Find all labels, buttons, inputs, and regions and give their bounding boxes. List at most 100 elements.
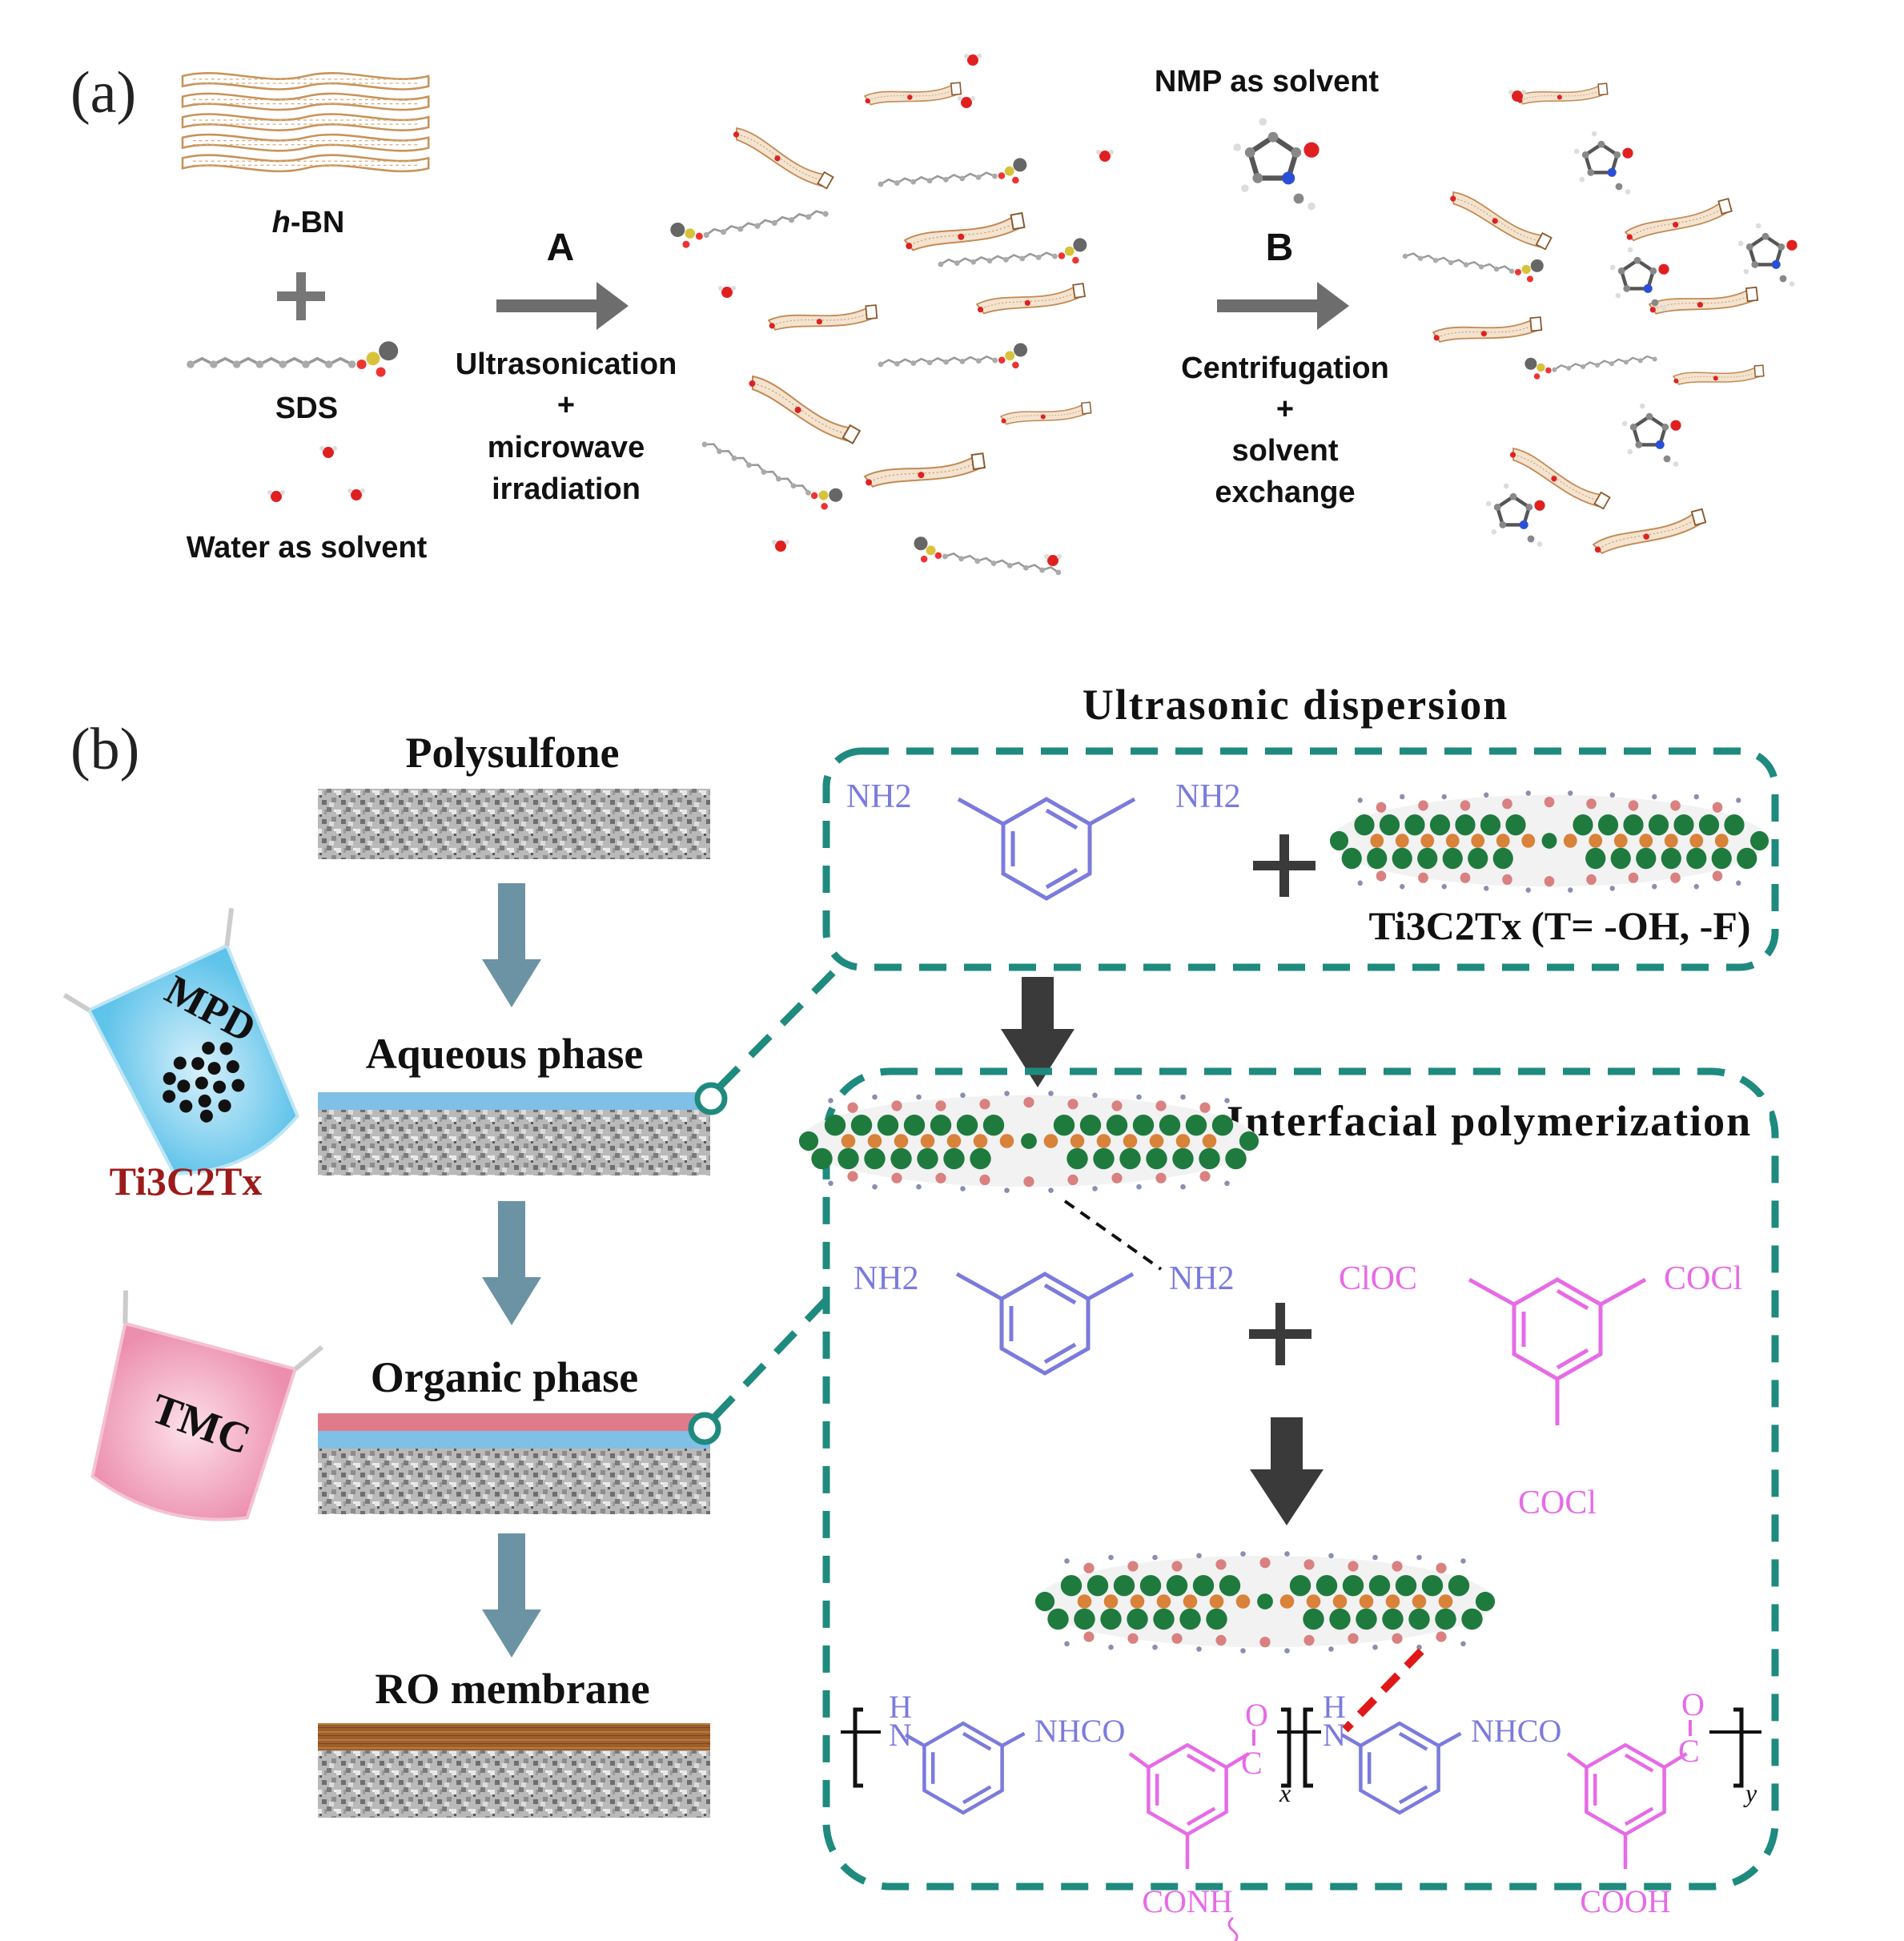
step-b-line2: + (1276, 392, 1294, 426)
mxene-termination: (T= -OH, -F) (1531, 903, 1750, 948)
polysulfone-substrate (318, 789, 710, 859)
nmp-label: NMP as solvent (1155, 65, 1380, 98)
hydrogen-bond-line (1063, 1200, 1163, 1271)
step-a-line2: + (557, 388, 575, 422)
organic-layer (318, 1413, 710, 1431)
step-a-line4: irradiation (492, 472, 641, 506)
tmc-ring-left (1128, 1745, 1250, 1870)
sds-molecule-icon (185, 340, 400, 379)
polysulfone-label: Polysulfone (405, 729, 619, 777)
step-b-line1: Centrifugation (1181, 352, 1389, 385)
panel-a-label: (a) (70, 60, 136, 126)
nhco-left-nh: NHCO (1034, 1713, 1125, 1749)
mpd-ring-left (904, 1723, 1026, 1813)
carbonyl-c-left: C (1241, 1745, 1263, 1781)
aqueous-zoom-marker (694, 1082, 728, 1115)
step-a-line3: microwave (488, 431, 645, 464)
nmp-molecule-icon (1233, 118, 1319, 210)
tmc-cocl-right-label: COCl (1664, 1260, 1742, 1297)
step-a-letter: A (547, 227, 575, 269)
hbn-stack-icon (181, 72, 430, 173)
ro-membrane-label: RO membrane (375, 1665, 649, 1713)
carbonyl-c-right: C (1678, 1733, 1700, 1769)
mpd-molecule-top-icon (957, 799, 1136, 898)
dark-arrow-1-icon (1001, 977, 1075, 1087)
bracket-right-2 (1733, 1707, 1744, 1788)
mpd-beaker-icon (62, 907, 299, 1175)
aqueous-layer (318, 1092, 710, 1110)
flow-arrow-3-icon (482, 1533, 541, 1658)
step-b-letter: B (1266, 227, 1294, 269)
hbn-prefix: h (272, 206, 291, 239)
tmc-molecule-icon (1468, 1280, 1647, 1425)
nhco-right: NHCO (1471, 1713, 1561, 1749)
subscript-y: y (1743, 1778, 1757, 1807)
bracket-left-1 (853, 1707, 863, 1788)
carbonyl-o-left: O (1245, 1697, 1268, 1733)
cooh-label: COOH (1580, 1883, 1670, 1919)
polyamide-structure: H N NHCO O C CONH (841, 1686, 1761, 1941)
mxene-label: Ti3C2Tx(T= -OH, -F) (1368, 903, 1750, 948)
mpd-middle-nh2-right: NH2 (1169, 1260, 1235, 1297)
nhco-left: NHCO (1034, 1713, 1125, 1749)
ti3c2tx-label: Ti3C2Tx (110, 1159, 263, 1204)
interfacial-title-bg (1217, 1097, 1769, 1153)
tmc-beaker-icon (90, 1290, 323, 1521)
mpd-molecule-middle-icon (955, 1274, 1135, 1373)
mpd-top-nh2-left: NH2 (846, 778, 912, 815)
ultrasonic-box (822, 747, 1779, 971)
organic-aqueous-layer (318, 1431, 710, 1449)
dark-arrow-2-icon (1250, 1417, 1324, 1525)
step-a-line1: Ultrasonication (456, 348, 677, 381)
plus-top-icon (1253, 834, 1316, 897)
water-molecule-icon (267, 446, 365, 502)
plus-middle-icon (1249, 1303, 1312, 1365)
organic-substrate (318, 1449, 710, 1514)
hbn-label: h-BN (272, 206, 345, 239)
tmc-ring-right (1566, 1745, 1688, 1870)
step-b-line3: solvent (1231, 434, 1338, 468)
arrow-a-icon (496, 282, 629, 330)
mxene-flake-middle-icon (798, 1091, 1259, 1193)
bond-highlight-line (1342, 1648, 1424, 1733)
mpd-ring-right (1340, 1723, 1462, 1813)
dispersion-2-illustration (1400, 82, 1797, 557)
mxene-flake-top-icon (1329, 790, 1769, 893)
arrow-b-icon (1217, 282, 1349, 330)
carbonyl-o-right: O (1681, 1686, 1705, 1722)
amide-h-left: H (889, 1689, 912, 1725)
plus-icon (277, 272, 325, 320)
flow-arrow-2-icon (482, 1201, 541, 1325)
organic-phase-label: Organic phase (371, 1353, 639, 1401)
aqueous-substrate (318, 1110, 710, 1175)
sds-label: SDS (275, 392, 338, 425)
aqueous-phase-label: Aqueous phase (366, 1030, 644, 1078)
dispersion-1-illustration (668, 54, 1114, 583)
ro-layer (318, 1723, 710, 1750)
zoom-connector-lines (711, 962, 844, 1421)
hbn-suffix: -BN (291, 206, 345, 239)
panel-a: (a) h-BN SDS Water as solvent A Ultra (70, 54, 1798, 583)
crosslink-wavy (1227, 1916, 1239, 1941)
step-b-line4: exchange (1215, 476, 1355, 509)
interfacial-box (822, 1067, 1779, 1891)
bracket-left-2 (1303, 1707, 1313, 1788)
tmc-cloc-label: ClOC (1339, 1260, 1417, 1297)
organic-zoom-marker (688, 1412, 721, 1445)
conh-label: CONH (1142, 1883, 1232, 1919)
mxene-formula: Ti3C2Tx (1368, 903, 1521, 948)
mpd-middle-nh2-left: NH2 (854, 1260, 919, 1297)
tmc-cocl-bottom-label: COCl (1518, 1485, 1597, 1521)
mpd-top-nh2-right: NH2 (1175, 778, 1241, 815)
flow-arrow-1-icon (482, 883, 541, 1007)
panel-b: (b) Polysulfone Aqueous phase Organic ph… (62, 681, 1779, 1941)
water-label: Water as solvent (187, 531, 428, 565)
bracket-right-1 (1281, 1707, 1291, 1788)
panel-b-label: (b) (70, 717, 139, 782)
ultrasonic-dispersion-title: Ultrasonic dispersion (1083, 681, 1509, 729)
ro-substrate (318, 1750, 710, 1818)
subscript-x: x (1279, 1778, 1291, 1807)
amide-h-right: H (1323, 1689, 1346, 1725)
